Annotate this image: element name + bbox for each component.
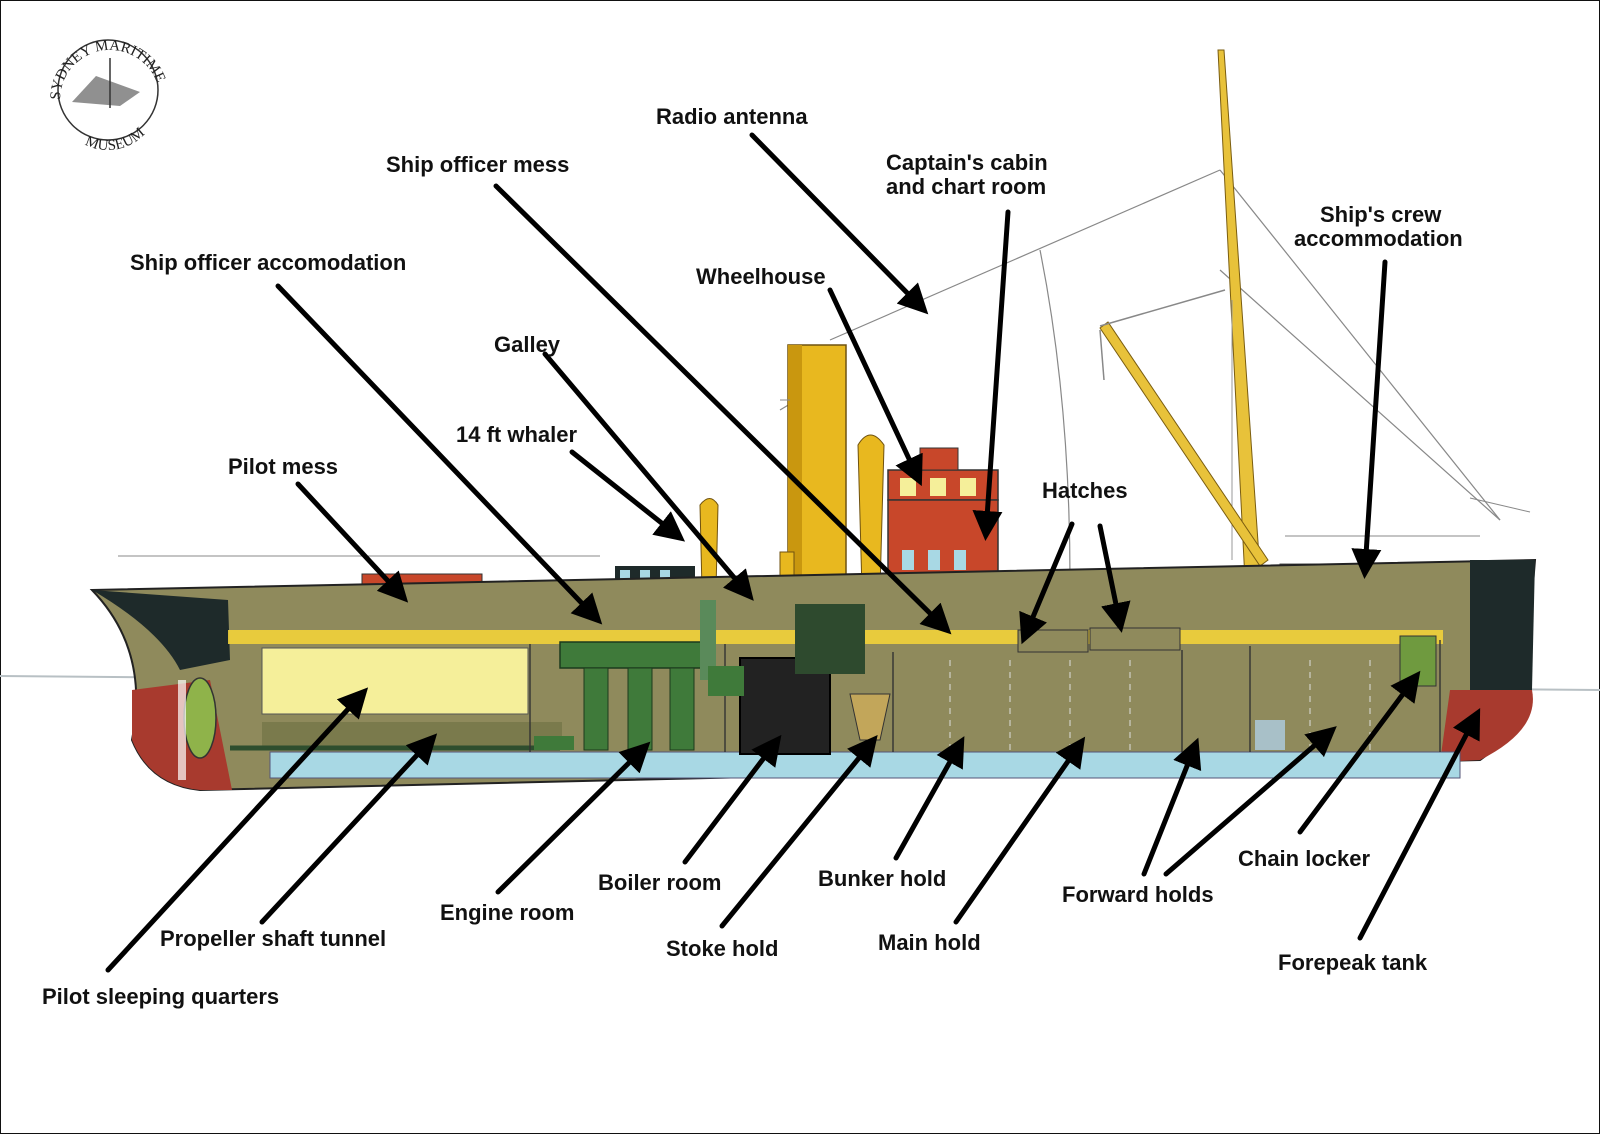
arrow-hatches-2 bbox=[1097, 523, 1131, 633]
arrow-pilot-mess bbox=[295, 481, 409, 603]
arrow-main-hold bbox=[953, 736, 1086, 925]
arrow-wheelhouse bbox=[827, 287, 923, 487]
deck-railing bbox=[118, 497, 1531, 557]
arrow-boiler-room bbox=[682, 734, 782, 865]
arrow-pilot-sleeping bbox=[105, 687, 369, 973]
label-pilot-sleeping-quarters: Pilot sleeping quarters bbox=[42, 984, 279, 1009]
arrow-bunker-hold bbox=[893, 736, 965, 861]
labels: Radio antenna Ship officer mess Captain'… bbox=[42, 104, 1463, 1009]
label-captains-cabin-line2: and chart room bbox=[886, 174, 1046, 199]
label-chain-locker: Chain locker bbox=[1238, 846, 1370, 871]
arrow-radio-antenna bbox=[749, 132, 929, 315]
leader-arrows bbox=[105, 132, 1481, 973]
label-engine-room: Engine room bbox=[440, 900, 574, 925]
label-radio-antenna: Radio antenna bbox=[656, 104, 808, 129]
arrow-propeller-shaft bbox=[259, 733, 438, 925]
derrick-crane bbox=[1099, 289, 1269, 567]
arrow-chain-locker bbox=[1297, 670, 1421, 835]
arrow-forepeak-tank bbox=[1357, 708, 1481, 941]
label-bunker-hold: Bunker hold bbox=[818, 866, 946, 891]
arrow-stoke-hold bbox=[719, 735, 878, 929]
arrow-captains-cabin bbox=[972, 209, 1011, 541]
label-main-hold: Main hold bbox=[878, 930, 981, 955]
label-boiler-room: Boiler room bbox=[598, 870, 721, 895]
arrow-ships-crew bbox=[1351, 259, 1388, 579]
label-galley: Galley bbox=[494, 332, 561, 357]
logo-bottom-text: MUSEUM bbox=[83, 125, 148, 155]
arrow-forward-holds-2 bbox=[1163, 726, 1337, 877]
label-ship-officer-accommodation: Ship officer accomodation bbox=[130, 250, 406, 275]
label-ship-officer-mess: Ship officer mess bbox=[386, 152, 569, 177]
arrow-forward-holds-1 bbox=[1141, 737, 1202, 877]
arrow-engine-room bbox=[495, 741, 651, 895]
boiler bbox=[708, 604, 891, 755]
funnel bbox=[780, 344, 847, 596]
arrow-ship-officer-mess bbox=[493, 183, 952, 635]
museum-logo: SYDNEY MARITIME MUSEUM bbox=[48, 38, 168, 155]
label-whaler: 14 ft whaler bbox=[456, 422, 577, 447]
label-pilot-mess: Pilot mess bbox=[228, 454, 338, 479]
rigging bbox=[779, 169, 1501, 581]
label-wheelhouse: Wheelhouse bbox=[696, 264, 826, 289]
arrow-galley bbox=[542, 351, 754, 601]
label-captains-cabin-line1: Captain's cabin bbox=[886, 150, 1048, 175]
arrow-hatches-1 bbox=[1019, 521, 1075, 645]
label-stoke-hold: Stoke hold bbox=[666, 936, 778, 961]
label-forward-holds: Forward holds bbox=[1062, 882, 1214, 907]
label-ships-crew-line2: accommodation bbox=[1294, 226, 1463, 251]
arrow-whaler bbox=[569, 449, 686, 542]
label-hatches: Hatches bbox=[1042, 478, 1128, 503]
label-forepeak-tank: Forepeak tank bbox=[1278, 950, 1428, 975]
arrow-officer-accommodation bbox=[275, 283, 603, 625]
engine-machinery bbox=[534, 600, 716, 751]
label-ships-crew-line1: Ship's crew bbox=[1320, 202, 1442, 227]
label-propeller-shaft-tunnel: Propeller shaft tunnel bbox=[160, 926, 386, 951]
